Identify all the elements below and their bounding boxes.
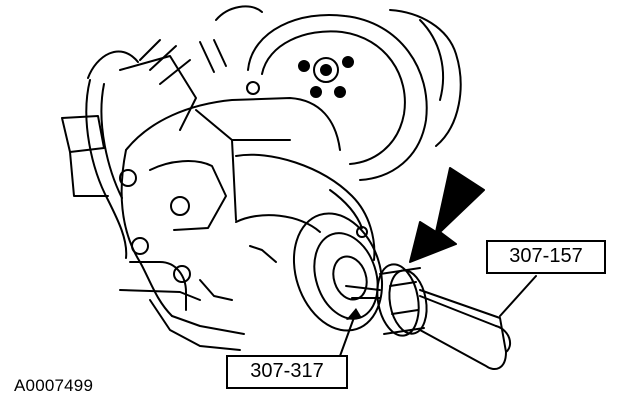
- tool-callout-307-157: 307-157: [486, 240, 606, 274]
- flexplate-disc: [215, 5, 462, 181]
- tool-callout-307-317: 307-317: [226, 355, 348, 389]
- seal-installer-tool: [345, 263, 512, 370]
- leader-line-307-317: [339, 311, 357, 357]
- wiring-harness: [61, 39, 227, 259]
- leader-line-307-157: [499, 275, 537, 317]
- extension-housing: [235, 153, 384, 332]
- transmission-housing: [119, 97, 341, 351]
- direction-arrow: [409, 167, 485, 263]
- figure-reference-number: A0007499: [14, 376, 94, 395]
- seal-pointer-arrow: [346, 308, 362, 320]
